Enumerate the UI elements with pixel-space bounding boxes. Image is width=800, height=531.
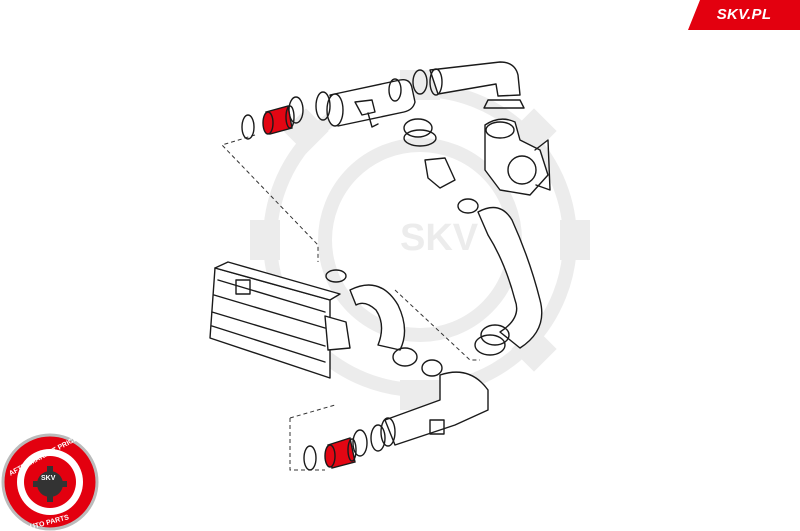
upper-charge-pipe (326, 78, 416, 128)
elbow-hose (429, 61, 525, 109)
watermark-text: SKV (400, 217, 479, 259)
lower-charge-pipe (380, 371, 489, 447)
flange-gasket (403, 118, 479, 214)
lower-clamp-set (303, 424, 386, 471)
mid-hose (325, 269, 443, 377)
brand-logo: SKV.PL (688, 0, 800, 30)
long-s-hose (474, 206, 543, 356)
upper-clamp-set (241, 69, 428, 140)
intercooler (209, 261, 351, 379)
highlighted-hose-lower (324, 437, 357, 469)
leader-lines (221, 134, 480, 471)
seal-center-text: SKV (41, 475, 56, 482)
turbocharger (484, 118, 551, 196)
highlighted-hose-upper (262, 105, 295, 135)
quality-seal: SKV AFTERMARKET PRICE · OE QUALITY · AUT… (1, 410, 126, 531)
gear-icon (33, 466, 67, 502)
